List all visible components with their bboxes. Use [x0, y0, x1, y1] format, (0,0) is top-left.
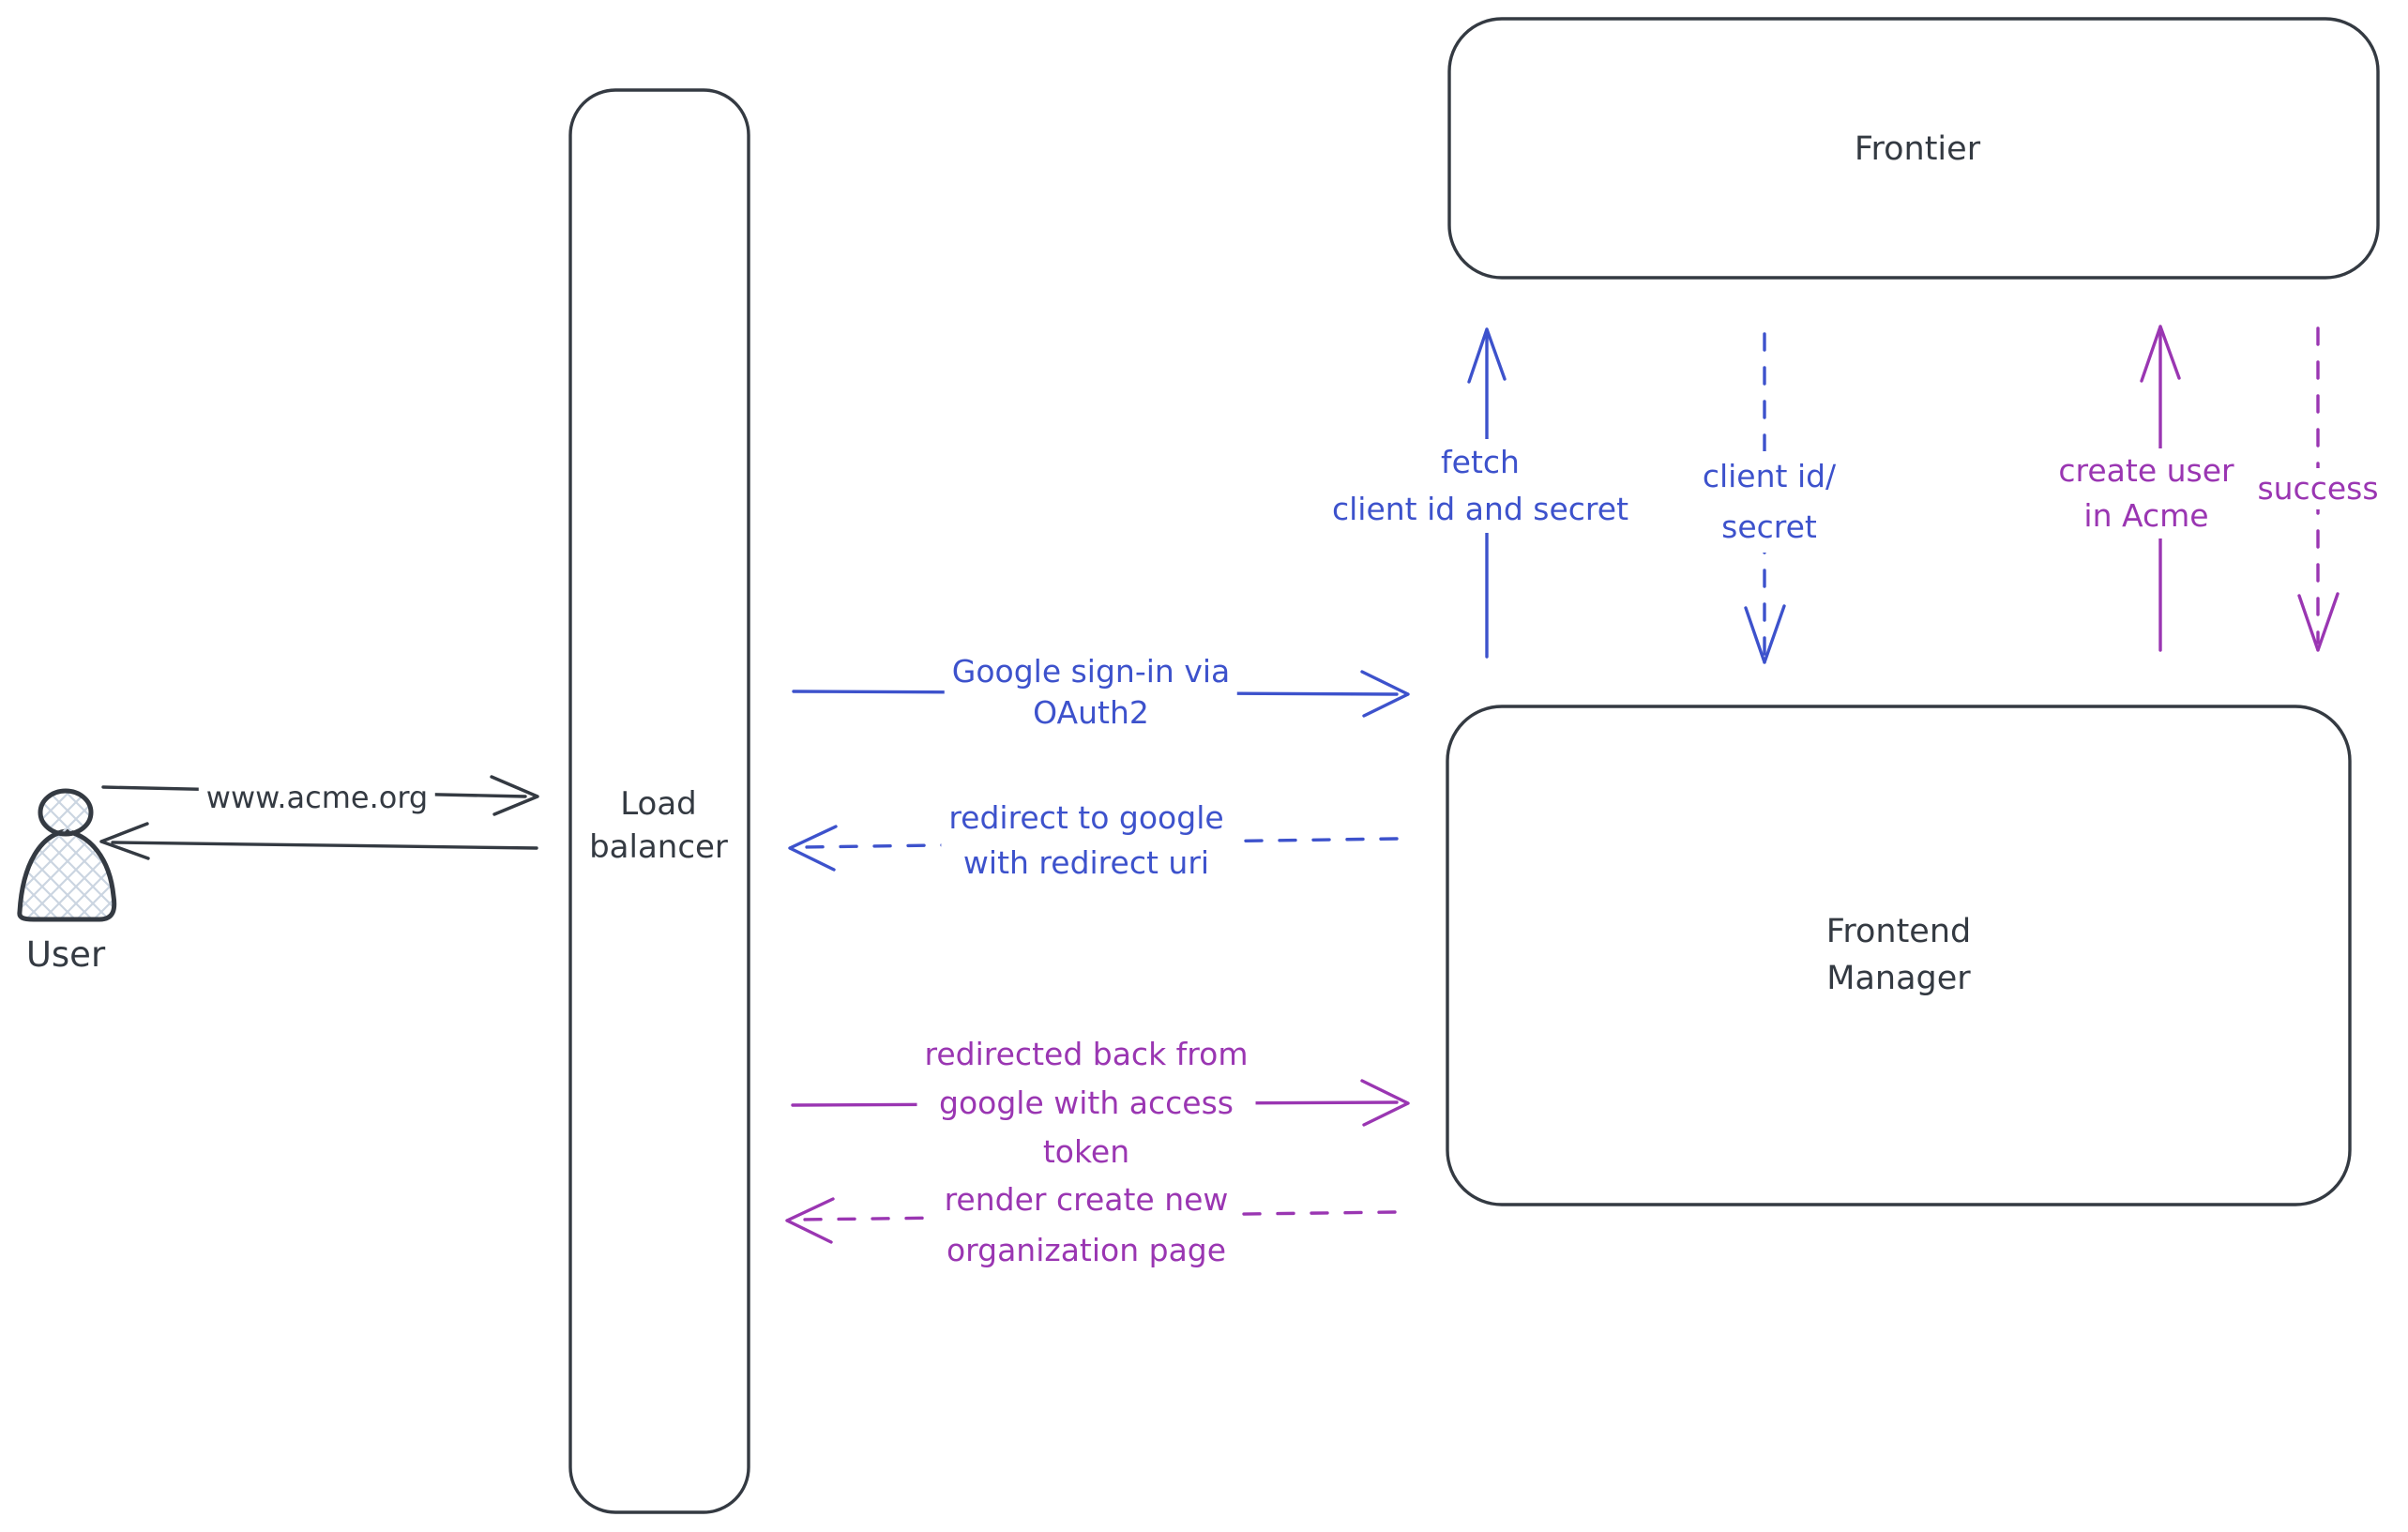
msg-success: success	[2249, 468, 2386, 509]
arrowhead-right-icon	[490, 775, 539, 816]
load-balancer-label: Load balancer	[589, 782, 728, 869]
msg-client-id-secret-line2: secret	[1721, 508, 1817, 545]
frontend-manager-box	[1446, 705, 2352, 1206]
msg-create-user-line1: create user	[2058, 452, 2234, 489]
load-balancer-label-line2: balancer	[589, 828, 728, 866]
frontend-manager-label: Frontend Manager	[1826, 908, 1971, 1002]
user-icon-body	[17, 828, 117, 922]
arrowhead-left-icon	[788, 825, 838, 872]
msg-render-page: render create new organization page	[936, 1175, 1236, 1276]
msg-create-user: create user in Acme	[2051, 448, 2242, 538]
frontier-label: Frontier	[1855, 129, 1980, 169]
user-label-text: User	[25, 934, 106, 975]
msg-fetch-client: fetch client id and secret	[1324, 439, 1637, 533]
msg-redirected-back: redirected back from google with access …	[916, 1030, 1256, 1176]
arrow-client-id-secret	[1744, 332, 1786, 664]
msg-fetch-client-line1: fetch	[1441, 444, 1520, 480]
msg-redirect-google-line2: with redirect uri	[962, 844, 1210, 881]
msg-redirect-google-line1: redirect to google	[948, 799, 1224, 836]
user-icon	[17, 788, 117, 922]
msg-google-signin-line2: OAuth2	[1033, 694, 1149, 731]
arrow-redirect-google	[788, 825, 1399, 872]
user-label: User	[26, 936, 105, 974]
msg-client-id-secret: client id/ secret	[1694, 451, 1844, 553]
msg-google-signin-line1: Google sign-in via	[951, 653, 1231, 690]
arrow-render-page	[785, 1197, 1397, 1244]
arrowhead-right-icon	[1360, 670, 1410, 718]
msg-fetch-client-line2: client id and secret	[1331, 491, 1629, 527]
msg-render-page-line2: organization page	[946, 1232, 1227, 1268]
msg-create-user-line2: in Acme	[2083, 497, 2209, 534]
load-balancer-label-line1: Load	[620, 785, 697, 823]
msg-render-page-line1: render create new	[944, 1181, 1229, 1218]
msg-client-id-secret-line1: client id/	[1702, 458, 1837, 494]
arrowhead-up-icon	[1467, 327, 1507, 384]
msg-www-acme: www.acme.org	[198, 777, 436, 818]
user-icon-head	[38, 788, 94, 837]
frontier-box	[1447, 17, 2380, 280]
arrow-success	[2297, 326, 2340, 652]
arrowhead-up-icon	[2140, 325, 2181, 383]
arrowhead-down-icon	[2297, 592, 2340, 652]
arrow-lb-reply	[99, 822, 538, 860]
arrowhead-left-icon	[99, 822, 150, 860]
msg-redirect-google: redirect to google with redirect uri	[941, 796, 1232, 886]
msg-google-signin: Google sign-in via OAuth2	[944, 651, 1238, 734]
load-balancer-box	[568, 88, 750, 1514]
msg-success-line1: success	[2257, 470, 2379, 507]
arrowhead-down-icon	[1744, 604, 1786, 664]
frontend-manager-label-line2: Manager	[1826, 960, 1971, 997]
arrowhead-right-icon	[1360, 1079, 1410, 1127]
msg-redirected-back-line2: google with access	[939, 1085, 1234, 1121]
frontier-label-text: Frontier	[1854, 130, 1981, 168]
msg-www-acme-line1: www.acme.org	[205, 780, 429, 815]
msg-redirected-back-line3: token	[1042, 1133, 1130, 1170]
frontend-manager-label-line1: Frontend	[1825, 913, 1972, 950]
msg-redirected-back-line1: redirected back from	[924, 1036, 1249, 1072]
arrowhead-left-icon	[785, 1197, 835, 1244]
